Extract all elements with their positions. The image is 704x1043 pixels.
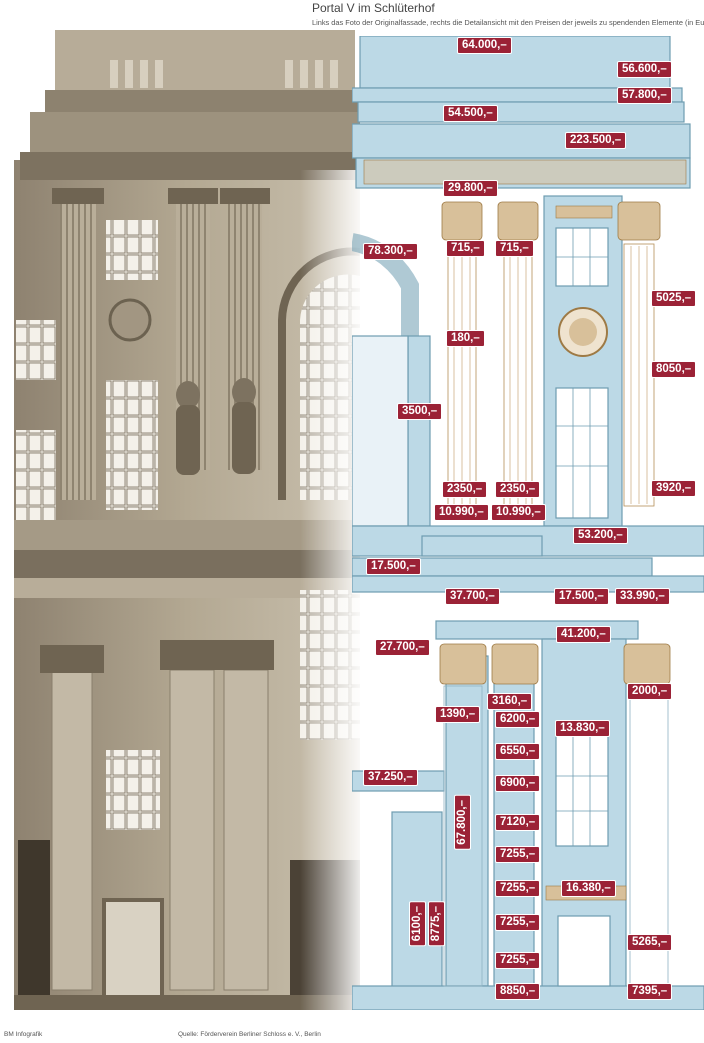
price-tag: 53.200,–	[574, 528, 627, 543]
price-tag: 37.700,–	[446, 589, 499, 604]
price-tag: 3500,–	[398, 404, 442, 419]
price-tag: 33.990,–	[616, 589, 669, 604]
price-tag: 41.200,–	[557, 627, 610, 642]
price-tag: 6200,–	[496, 712, 540, 727]
price-tag: 6100,–	[410, 902, 425, 946]
price-tag: 27.700,–	[376, 640, 429, 655]
price-tag: 7255,–	[496, 881, 540, 896]
price-tag: 29.800,–	[444, 181, 497, 196]
price-tag: 7255,–	[496, 915, 540, 930]
page-subtitle: Links das Foto der Originalfassade, rech…	[312, 18, 704, 27]
price-tag: 54.500,–	[444, 106, 497, 121]
price-tag: 56.600,–	[618, 62, 671, 77]
price-tag: 5025,–	[652, 291, 696, 306]
price-tag: 7395,–	[628, 984, 672, 999]
price-tag: 64.000,–	[458, 38, 511, 53]
price-tag: 10.990,–	[435, 505, 488, 520]
price-tag: 17.500,–	[555, 589, 608, 604]
price-tag: 223.500,–	[566, 133, 626, 148]
price-tag: 7120,–	[496, 815, 540, 830]
price-tag: 16.380,–	[562, 881, 615, 896]
price-tag: 1390,–	[436, 707, 480, 722]
price-tag: 8850,–	[496, 984, 540, 999]
price-tag: 715,–	[496, 241, 533, 256]
price-tag: 8775,–	[429, 902, 444, 946]
price-tag: 715,–	[447, 241, 484, 256]
facade-drawing	[352, 36, 704, 1010]
price-tag: 2350,–	[443, 482, 487, 497]
price-tag: 37.250,–	[364, 770, 417, 785]
price-tag: 67.800,–	[455, 796, 470, 849]
price-tag: 17.500,–	[367, 559, 420, 574]
page-title: Portal V im Schlüterhof	[312, 1, 435, 15]
footer-credit: BM Infografik	[4, 1031, 43, 1038]
facade-photo	[14, 30, 360, 1010]
price-tag: 5265,–	[628, 935, 672, 950]
price-tag: 10.990,–	[492, 505, 545, 520]
price-tag: 3920,–	[652, 481, 696, 496]
price-tag: 7255,–	[496, 953, 540, 968]
footer-source: Quelle: Förderverein Berliner Schloss e.…	[178, 1031, 321, 1038]
price-tag: 13.830,–	[556, 721, 609, 736]
price-tag: 57.800,–	[618, 88, 671, 103]
price-tag: 3160,–	[488, 694, 532, 709]
price-tag: 180,–	[447, 331, 484, 346]
price-tag: 2000,–	[628, 684, 672, 699]
price-tag: 6900,–	[496, 776, 540, 791]
price-tag: 7255,–	[496, 847, 540, 862]
price-tag: 78.300,–	[364, 244, 417, 259]
price-tag: 8050,–	[652, 362, 696, 377]
price-tag: 2350,–	[496, 482, 540, 497]
header: Portal V im Schlüterhof Links das Foto d…	[312, 0, 704, 36]
price-tag: 6550,–	[496, 744, 540, 759]
